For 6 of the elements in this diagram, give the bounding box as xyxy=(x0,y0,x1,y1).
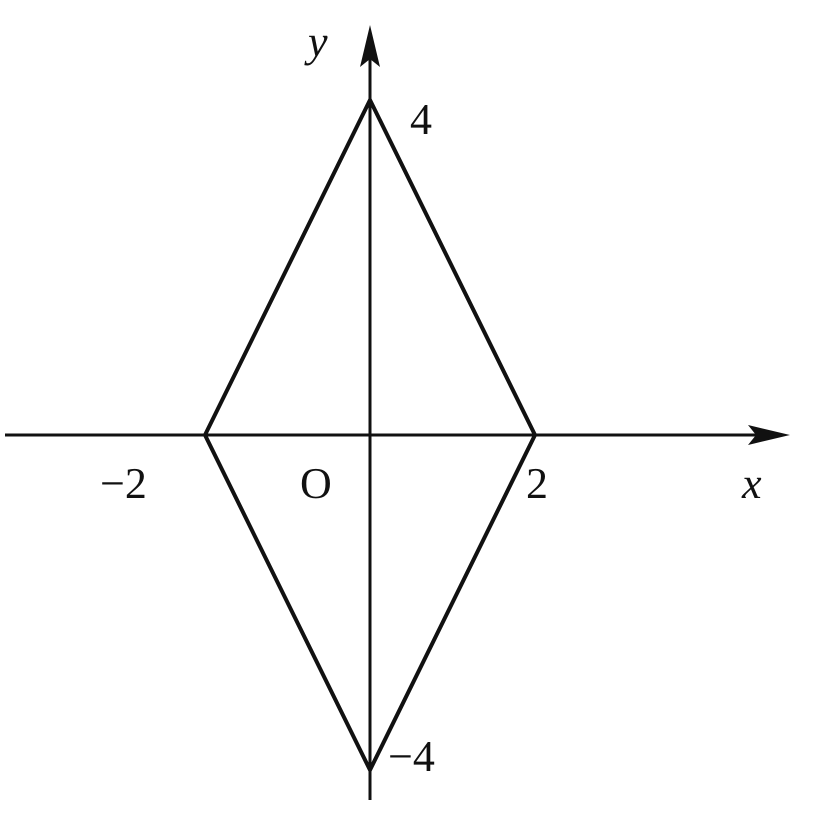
tick-label: −2 xyxy=(100,462,147,506)
tick-label: 2 xyxy=(526,462,548,506)
origin-label: O xyxy=(300,462,332,506)
tick-label: 4 xyxy=(410,98,432,142)
axis-label: x xyxy=(742,462,762,506)
tick-label: −4 xyxy=(388,735,435,779)
